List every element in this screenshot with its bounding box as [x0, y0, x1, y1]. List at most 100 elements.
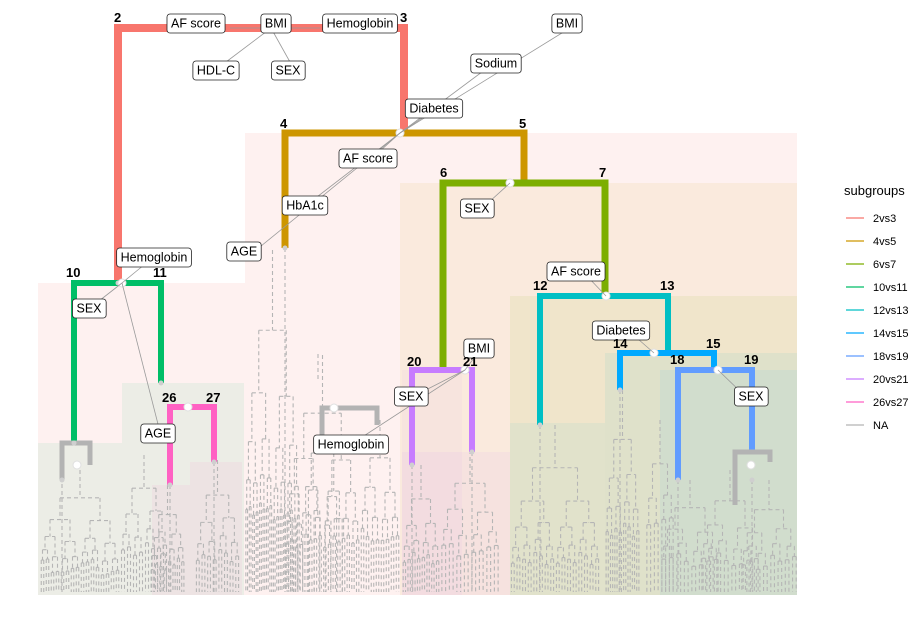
split-variable-box [463, 338, 495, 359]
legend-item: 2vs3 [846, 213, 896, 225]
split-variable-text: SEX [738, 390, 764, 404]
legend-item: 4vs5 [846, 236, 896, 248]
split-variable-box [271, 60, 306, 81]
split-variable-box [404, 98, 464, 119]
split-variable-label: Diabetes [404, 98, 464, 119]
split-variable-label: SEX [394, 386, 429, 407]
split-variable-text: HbA1c [286, 199, 324, 213]
legend-label: 26vs27 [873, 397, 908, 409]
split-variable-label: BMI [463, 338, 495, 359]
split-variable-text: SEX [398, 390, 424, 404]
split-variable-text: Hemoglobin [121, 251, 188, 265]
node-id: 15 [706, 336, 720, 351]
split-variable-text: AF score [171, 17, 221, 31]
split-variable-label: AGE [140, 423, 176, 444]
legend-label: 2vs3 [873, 213, 896, 225]
split-variable-label: SEX [460, 198, 495, 219]
split-point [183, 402, 193, 412]
split-variable-label: HbA1c [281, 195, 329, 216]
node-id: 18 [670, 352, 684, 367]
split-variable-box [260, 13, 292, 34]
region-node-12 [510, 423, 605, 595]
split-variable-box [546, 261, 606, 282]
leaf-tip [617, 387, 623, 393]
subgroup-regions [38, 133, 797, 595]
leaf-tip [469, 449, 475, 455]
split-variable-label: Hemoglobin [313, 434, 389, 455]
legend-title: subgroups [844, 183, 905, 198]
split-variable-label: AF score [338, 148, 398, 169]
split-point [72, 460, 82, 470]
split-variable-box [322, 13, 398, 34]
leaf-tip [409, 462, 415, 468]
split-14vs15 [617, 350, 717, 390]
legend-label: 20vs21 [873, 374, 908, 386]
label-connector [270, 27, 291, 63]
split-variable-label: BMI [260, 13, 292, 34]
label-connector [349, 369, 466, 446]
legend-item: 14vs15 [846, 328, 908, 340]
node-id: 26 [162, 390, 176, 405]
node-id: 10 [66, 265, 80, 280]
split-variable-text: Diabetes [409, 102, 458, 116]
split-variable-label: AF score [166, 13, 226, 34]
legend-label: 10vs11 [873, 282, 908, 294]
node-id: 20 [407, 354, 421, 369]
split-variable-label: Hemoglobin [116, 247, 192, 268]
region-node-21 [402, 452, 510, 595]
node-id: 6 [440, 165, 447, 180]
legend-item: 26vs27 [846, 397, 908, 409]
node-id: 5 [519, 116, 526, 131]
split-variable-box [140, 423, 176, 444]
leaf-tip [158, 380, 164, 386]
split-variable-text: BMI [556, 17, 578, 31]
split-variable-label: AF score [546, 261, 606, 282]
legend-item: 10vs11 [846, 282, 908, 294]
split-variable-box [470, 53, 522, 74]
split-variable-text: Hemoglobin [318, 438, 385, 452]
legend: subgroups 2vs3 4vs5 6vs7 10vs11 12vs13 14vs15… [844, 183, 908, 432]
split-variable-box [460, 198, 495, 219]
split-variable-text: AGE [145, 427, 171, 441]
label-connector [225, 27, 272, 63]
split-variable-box [734, 386, 769, 407]
split-variable-text: Hemoglobin [327, 17, 394, 31]
split-point [746, 460, 756, 470]
split-variable-box [281, 195, 329, 216]
split-variable-label: Diabetes [591, 320, 651, 341]
split-variable-box [394, 386, 429, 407]
legend-label: NA [873, 420, 889, 432]
legend-label: 18vs19 [873, 351, 908, 363]
split-variable-box [551, 13, 583, 34]
leaf-tip [749, 477, 755, 483]
split-variable-text: BMI [265, 17, 287, 31]
legend-label: 14vs15 [873, 328, 908, 340]
split-variable-text: SEX [275, 64, 301, 78]
leaf-tip [167, 482, 173, 488]
region-node-27 [190, 462, 242, 595]
split-variable-box [591, 320, 651, 341]
split-variable-label: SEX [72, 298, 107, 319]
split-na-mid [319, 405, 380, 440]
node-id: 19 [744, 352, 758, 367]
split-variable-box [166, 13, 226, 34]
split-variable-text: Diabetes [596, 324, 645, 338]
split-variable-text: SEX [464, 202, 490, 216]
split-variable-box [338, 148, 398, 169]
legend-item: 12vs13 [846, 305, 908, 317]
node-id: 4 [280, 116, 288, 131]
leaf-tip [537, 422, 543, 428]
split-variable-label: Sodium [470, 53, 522, 74]
leaf-tip [282, 245, 288, 251]
split-variable-text: Sodium [475, 57, 517, 71]
legend-label: 12vs13 [873, 305, 908, 317]
leaf-tip [675, 477, 681, 483]
node-id: 21 [463, 354, 477, 369]
legend-label: 6vs7 [873, 259, 896, 271]
split-variable-label: Hemoglobin [322, 13, 398, 34]
split-point [329, 403, 339, 413]
split-variable-box [313, 434, 389, 455]
split-na-right [732, 449, 773, 505]
